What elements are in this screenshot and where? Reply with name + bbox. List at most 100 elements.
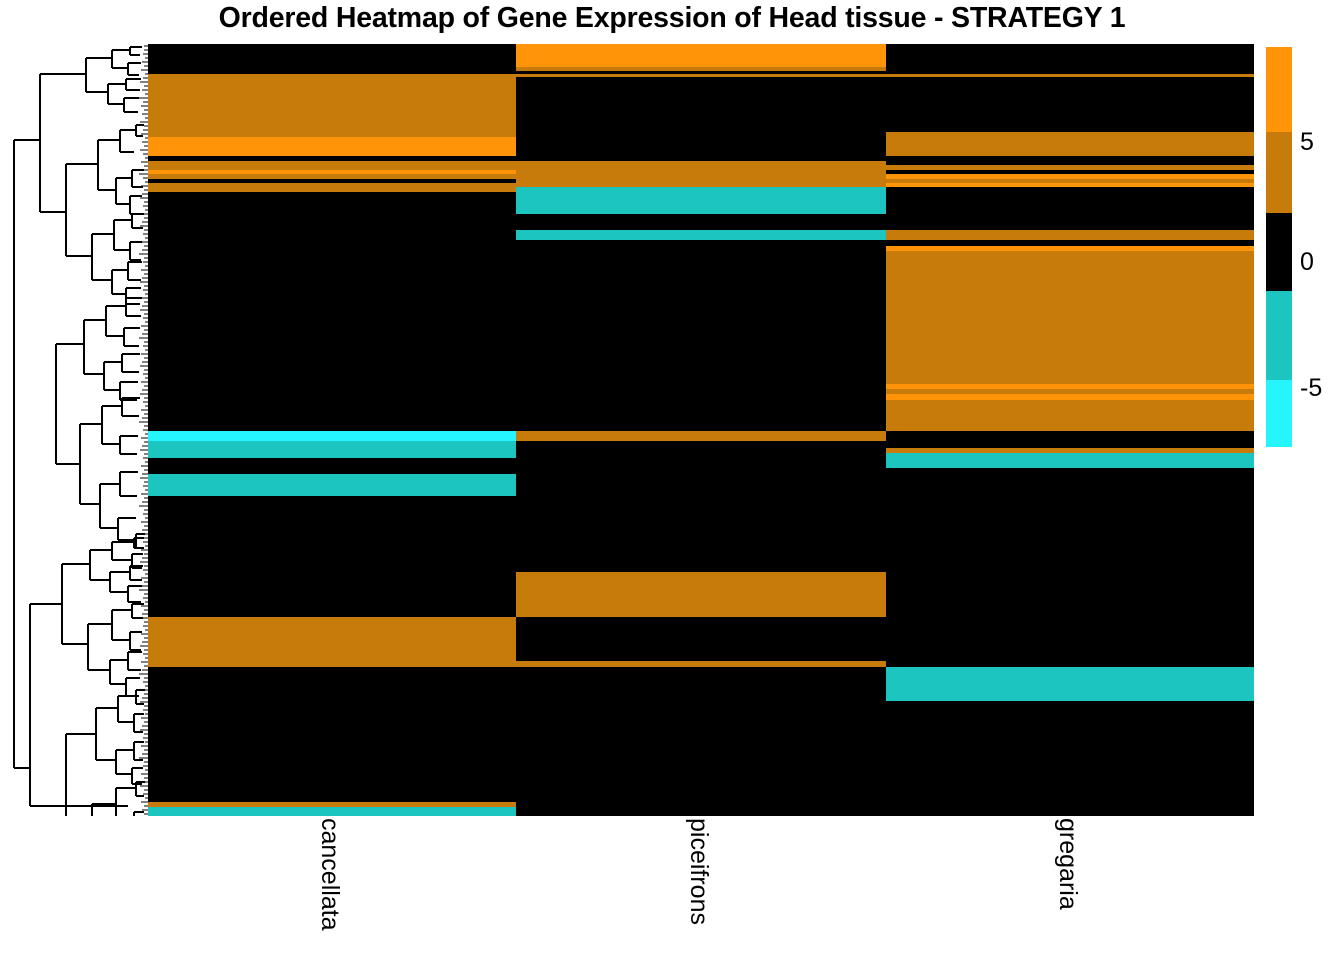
- heatmap-cell: [148, 572, 516, 617]
- legend-band-1: [1266, 132, 1292, 213]
- heatmap-cell: [516, 672, 886, 696]
- heatmap-cell: [516, 485, 886, 491]
- heatmap-cell: [886, 240, 1254, 246]
- heatmap-cell: [148, 57, 516, 62]
- heatmap-cell: [148, 496, 516, 572]
- heatmap-cell: [886, 384, 1254, 389]
- heatmap-cell: [516, 146, 886, 150]
- legend-tick-1: 0: [1300, 248, 1314, 276]
- heatmap-cell: [516, 132, 886, 137]
- heatmap-cell: [148, 165, 516, 170]
- heatmap-cell: [148, 214, 516, 230]
- heatmap-cell: [516, 807, 886, 812]
- legend-band-4: [1266, 380, 1292, 447]
- heatmap-cell: [516, 394, 886, 400]
- heatmap-cell: [516, 71, 886, 74]
- heatmap-cells[interactable]: [148, 44, 1254, 816]
- heatmap-cell: [148, 400, 516, 431]
- heatmap-cell: [886, 57, 1254, 62]
- heatmap-cell: [148, 137, 516, 146]
- heatmap-cell: [148, 384, 516, 389]
- heatmap-cell: [516, 192, 886, 208]
- heatmap-cell: [148, 701, 516, 802]
- heatmap-cell: [886, 807, 1254, 812]
- heatmap-cell: [148, 240, 516, 246]
- heatmap-cell: [516, 57, 886, 62]
- heatmap-cell: [886, 389, 1254, 394]
- heatmap-cell: [886, 187, 1254, 192]
- heatmap-cell: [886, 441, 1254, 448]
- heatmap-cell: [516, 179, 886, 183]
- heatmap-cell: [886, 474, 1254, 480]
- heatmap-cell: [516, 170, 886, 174]
- heatmap-cell: [148, 394, 516, 400]
- heatmap-cell: [886, 137, 1254, 146]
- heatmap-cell: [886, 667, 1254, 672]
- heatmap-cell: [148, 617, 516, 661]
- heatmap-cell: [886, 400, 1254, 431]
- legend-band-0: [1266, 47, 1292, 132]
- heatmap-cell: [886, 132, 1254, 137]
- heatmap-cell: [886, 156, 1254, 161]
- heatmap-cell: [148, 480, 516, 485]
- heatmap-cell: [148, 491, 516, 496]
- heatmap-cell: [148, 161, 516, 165]
- heatmap-cell: [886, 436, 1254, 441]
- heatmap-cell: [886, 77, 1254, 132]
- heatmap-cell: [516, 251, 886, 384]
- heatmap-cell: [886, 146, 1254, 150]
- heatmap-cell: [886, 74, 1254, 77]
- heatmap-cell: [516, 187, 886, 192]
- heatmap-cell: [148, 174, 516, 179]
- heatmap-cell: [886, 230, 1254, 235]
- heatmap-cell: [148, 179, 516, 183]
- heatmap-cell: [516, 400, 886, 431]
- heatmap-cell: [886, 617, 1254, 661]
- heatmap-cell: [516, 389, 886, 394]
- heatmap-cell: [516, 802, 886, 807]
- heatmap-cell: [148, 463, 516, 468]
- heatmap-cell: [516, 240, 886, 246]
- heatmap-cell: [886, 394, 1254, 400]
- heatmap-cell: [148, 246, 516, 251]
- heatmap-cell: [886, 251, 1254, 384]
- heatmap-cell: [148, 53, 516, 57]
- heatmap-cell: [516, 208, 886, 214]
- heatmap-cell: [516, 62, 886, 67]
- heatmap-cell: [886, 62, 1254, 67]
- heatmap-cell: [886, 448, 1254, 453]
- legend-band-3: [1266, 291, 1292, 380]
- heatmap-cell: [516, 448, 886, 453]
- page-title: Ordered Heatmap of Gene Expression of He…: [218, 2, 1126, 34]
- heatmap-cell: [516, 137, 886, 146]
- heatmap-cell: [516, 474, 886, 480]
- legend-color-bar: [1266, 47, 1292, 447]
- heatmap-cell: [886, 208, 1254, 214]
- heatmap-cell: [886, 661, 1254, 667]
- heatmap-cell: [148, 436, 516, 441]
- heatmap-cell: [148, 672, 516, 696]
- heatmap-cell: [886, 235, 1254, 240]
- heatmap-cell: [516, 230, 886, 235]
- heatmap-cell: [148, 807, 516, 812]
- heatmap-cell: [516, 246, 886, 251]
- heatmap-cell: [148, 661, 516, 667]
- heatmap-cell: [148, 44, 516, 49]
- heatmap-cell: [148, 812, 516, 816]
- heatmap-cell: [516, 44, 886, 49]
- heatmap-cell: [516, 812, 886, 816]
- heatmap-cell: [516, 161, 886, 165]
- legend-band-2: [1266, 213, 1292, 291]
- heatmap-cell: [148, 453, 516, 458]
- heatmap-grid[interactable]: [148, 44, 1254, 816]
- heatmap-cell: [148, 146, 516, 150]
- heatmap-cell: [516, 174, 886, 179]
- heatmap-cell: [516, 436, 886, 441]
- heatmap-cell: [886, 572, 1254, 617]
- row-dendrogram: [8, 44, 148, 816]
- heatmap-cell: [516, 667, 886, 672]
- heatmap-cell: [886, 71, 1254, 74]
- heatmap-cell: [516, 53, 886, 57]
- heatmap-cell: [886, 491, 1254, 496]
